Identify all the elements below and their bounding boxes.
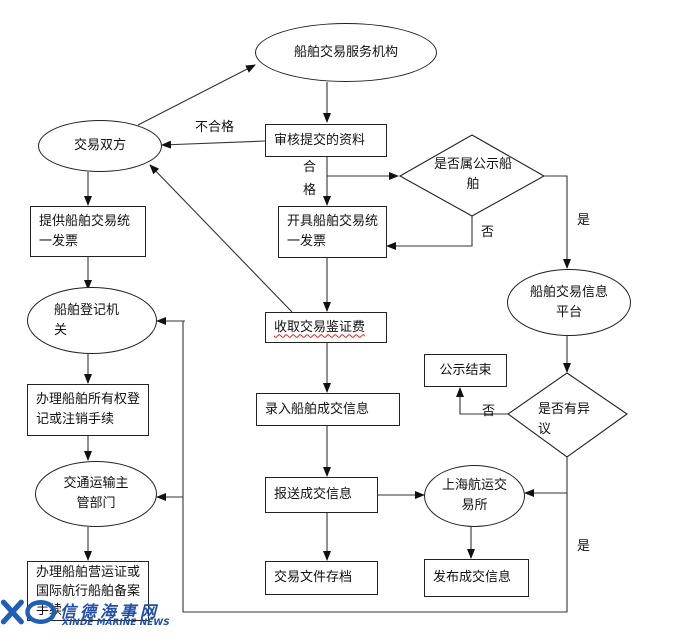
edge-diamond-no-invoice — [386, 216, 473, 250]
node-ship-registry-label: 船舶登记机关 — [54, 302, 120, 338]
watermark-en: XINDE MARINE NEWS — [62, 618, 170, 628]
edge-objection-yes-exchange — [524, 457, 568, 497]
node-has-objection: 是否有异议 — [538, 402, 591, 437]
node-shanghai-exchange-label: 上海航运交易所 — [441, 478, 507, 513]
node-publish-info: 发布成交信息 — [424, 559, 529, 597]
node-invoice-left: 提供船舶交易统一发票 — [30, 206, 146, 257]
node-enter-info: 录入船舶成交信息 — [256, 393, 400, 426]
diamond-is-public-ship — [398, 134, 546, 217]
edge-diamond-yes-platform — [544, 175, 571, 269]
node-review-docs: 审核提交的资料 — [265, 124, 387, 157]
node-transport-dept-label: 交通运输主管部门 — [63, 476, 129, 511]
node-info-platform-label: 船舶交易信息平台 — [529, 284, 608, 320]
node-operating-cert: 办理船舶营运证或国际航行船舶备案手续 — [27, 561, 149, 621]
label-unqualified: 不合格 — [195, 120, 235, 135]
node-archive: 交易文件存档 — [265, 561, 378, 595]
node-is-public-ship: 是否属公示船舶 — [433, 157, 512, 192]
label-qualified-1: 合 — [303, 160, 317, 175]
node-invoice-center: 开具船舶交易统一发票 — [278, 206, 387, 258]
node-service-agency: 船舶交易服务机构 — [255, 23, 437, 82]
edge-fee-parties — [149, 164, 293, 313]
node-trading-parties: 交易双方 — [38, 120, 162, 172]
watermark-logo-icon — [0, 599, 57, 625]
node-collect-fee-label: 收取交易鉴证费 — [274, 319, 366, 335]
edge-review-parties — [161, 140, 266, 149]
label-no-public: 否 — [481, 225, 495, 240]
node-shanghai-exchange: 上海航运交易所 — [424, 465, 525, 527]
diamond-has-objection — [507, 372, 628, 458]
node-info-platform: 船舶交易信息平台 — [507, 269, 631, 336]
node-transport-dept: 交通运输主管部门 — [35, 461, 157, 527]
node-ownership-reg: 办理船舶所有权登记或注销手续 — [27, 384, 149, 436]
label-yes-objection: 是 — [577, 539, 591, 554]
edge-objection-no-end — [456, 387, 509, 415]
watermark-cn: 信德海事网 — [60, 602, 161, 621]
node-report-info: 报送成交信息 — [265, 477, 378, 513]
label-qualified-2: 格 — [303, 183, 317, 198]
label-yes-public: 是 — [577, 213, 591, 228]
node-publicity-end: 公示结束 — [424, 354, 507, 387]
node-ship-registry: 船舶登记机关 — [27, 287, 157, 354]
edge-bottom-loop — [182, 320, 568, 613]
label-no-objection: 否 — [482, 404, 496, 419]
node-collect-fee: 收取交易鉴证费 — [265, 312, 387, 343]
edge-parties-agency — [137, 64, 256, 126]
